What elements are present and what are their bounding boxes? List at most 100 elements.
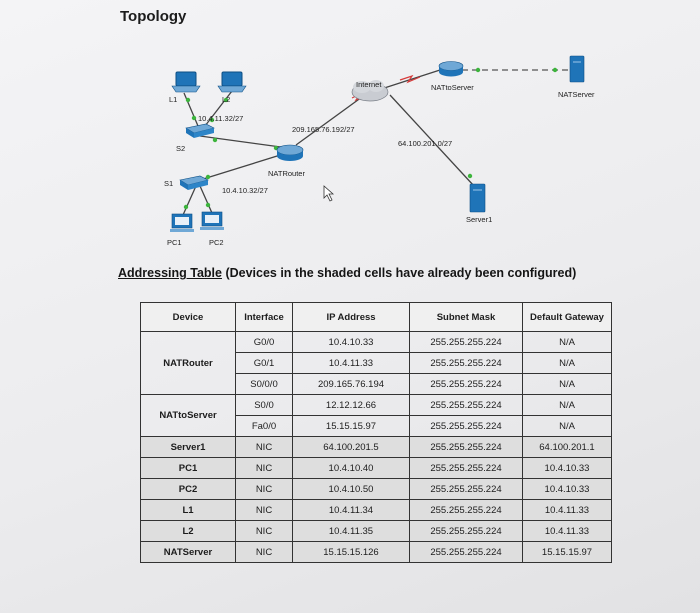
subnet-mask-cell: 255.255.255.224 [409, 394, 523, 416]
heading-label: Addressing Table [118, 266, 222, 280]
ip-address-cell: 10.4.11.33 [292, 352, 410, 374]
interface-cell: G0/1 [235, 352, 293, 374]
ip-address-cell: 10.4.10.50 [292, 478, 410, 500]
ip-address-cell: 10.4.10.33 [292, 331, 410, 353]
ip-address-cell: 10.4.11.34 [292, 499, 410, 521]
column-header: Device [140, 302, 236, 332]
server-natserver-icon [569, 55, 585, 83]
heading-note: (Devices in the shaded cells have alread… [221, 266, 577, 280]
ip-address-cell: 15.15.15.126 [292, 541, 410, 563]
laptop-l1-icon [171, 71, 201, 93]
column-header: Subnet Mask [409, 302, 523, 332]
interface-cell: S0/0 [235, 394, 293, 416]
addressing-table-heading: Addressing Table (Devices in the shaded … [118, 266, 576, 280]
subnet-mask-cell: 255.255.255.224 [409, 352, 523, 374]
interface-cell: S0/0/0 [235, 373, 293, 395]
interface-cell: G0/0 [235, 331, 293, 353]
column-header: Default Gateway [522, 302, 612, 332]
default-gateway-cell: 10.4.10.33 [522, 478, 612, 500]
label-s2: S2 [176, 144, 185, 153]
ip-address-cell: 10.4.10.40 [292, 457, 410, 479]
interface-cell: NIC [235, 457, 293, 479]
default-gateway-cell: N/A [522, 415, 612, 437]
table-header-row: Device Interface IP Address Subnet Mask … [140, 302, 612, 332]
subnet-mask-cell: 255.255.255.224 [409, 415, 523, 437]
label-nattoserver: NATtoServer [431, 83, 474, 92]
switch-s2-icon [185, 123, 215, 138]
default-gateway-cell: 10.4.10.33 [522, 457, 612, 479]
server-server1-icon [469, 183, 486, 213]
label-natserver: NATServer [558, 90, 595, 99]
interface-cell: NIC [235, 436, 293, 458]
device-cell: NATtoServer [140, 394, 236, 437]
subnet-mask-cell: 255.255.255.224 [409, 520, 523, 542]
internet-cloud-icon [351, 80, 389, 102]
interface-cell: NIC [235, 541, 293, 563]
device-cell: PC1 [140, 457, 236, 479]
default-gateway-cell: N/A [522, 352, 612, 374]
default-gateway-cell: N/A [522, 331, 612, 353]
router-nattoserver-icon [438, 61, 464, 77]
default-gateway-cell: N/A [522, 373, 612, 395]
device-cell: PC2 [140, 478, 236, 500]
label-natrouter: NATRouter [268, 169, 305, 178]
column-header: IP Address [292, 302, 410, 332]
network-label: 64.100.201.0/27 [398, 139, 452, 148]
device-cell: NATRouter [140, 331, 236, 395]
column-header: Interface [235, 302, 293, 332]
topology-diagram: L1 L2 S2 S1 PC1 PC2 NATRouter Internet N… [164, 55, 595, 247]
device-cell: Server1 [140, 436, 236, 458]
label-pc1: PC1 [167, 238, 182, 247]
interface-cell: NIC [235, 520, 293, 542]
default-gateway-cell: N/A [522, 394, 612, 416]
page-title: Topology [120, 8, 187, 25]
router-natrouter-icon [276, 144, 304, 161]
default-gateway-cell: 64.100.201.1 [522, 436, 612, 458]
subnet-mask-cell: 255.255.255.224 [409, 331, 523, 353]
cursor-icon [323, 185, 335, 202]
subnet-mask-cell: 255.255.255.224 [409, 457, 523, 479]
laptop-l2-icon [217, 71, 247, 93]
label-l2: L2 [222, 95, 230, 104]
interface-cell: Fa0/0 [235, 415, 293, 437]
network-label: 10.4.10.32/27 [222, 186, 268, 195]
network-label: 10.4.11.32/27 [198, 114, 243, 123]
interface-cell: NIC [235, 478, 293, 500]
subnet-mask-cell: 255.255.255.224 [409, 478, 523, 500]
default-gateway-cell: 15.15.15.97 [522, 541, 612, 563]
label-pc2: PC2 [209, 238, 224, 247]
device-cell: L2 [140, 520, 236, 542]
ip-address-cell: 12.12.12.66 [292, 394, 410, 416]
topology-links [182, 69, 475, 216]
default-gateway-cell: 10.4.11.33 [522, 520, 612, 542]
subnet-mask-cell: 255.255.255.224 [409, 373, 523, 395]
subnet-mask-cell: 255.255.255.224 [409, 499, 523, 521]
interface-cell: NIC [235, 499, 293, 521]
subnet-mask-cell: 255.255.255.224 [409, 541, 523, 563]
label-server1: Server1 [466, 215, 492, 224]
default-gateway-cell: 10.4.11.33 [522, 499, 612, 521]
ip-address-cell: 209.165.76.194 [292, 373, 410, 395]
label-l1: L1 [169, 95, 177, 104]
ip-address-cell: 64.100.201.5 [292, 436, 410, 458]
pc-pc1-icon [170, 213, 194, 232]
device-cell: NATServer [140, 541, 236, 563]
label-internet: Internet [356, 80, 382, 89]
switch-s1-icon [179, 175, 209, 190]
ip-address-cell: 10.4.11.35 [292, 520, 410, 542]
network-label: 209.165.76.192/27 [292, 125, 355, 134]
label-s1: S1 [164, 179, 173, 188]
ip-address-cell: 15.15.15.97 [292, 415, 410, 437]
